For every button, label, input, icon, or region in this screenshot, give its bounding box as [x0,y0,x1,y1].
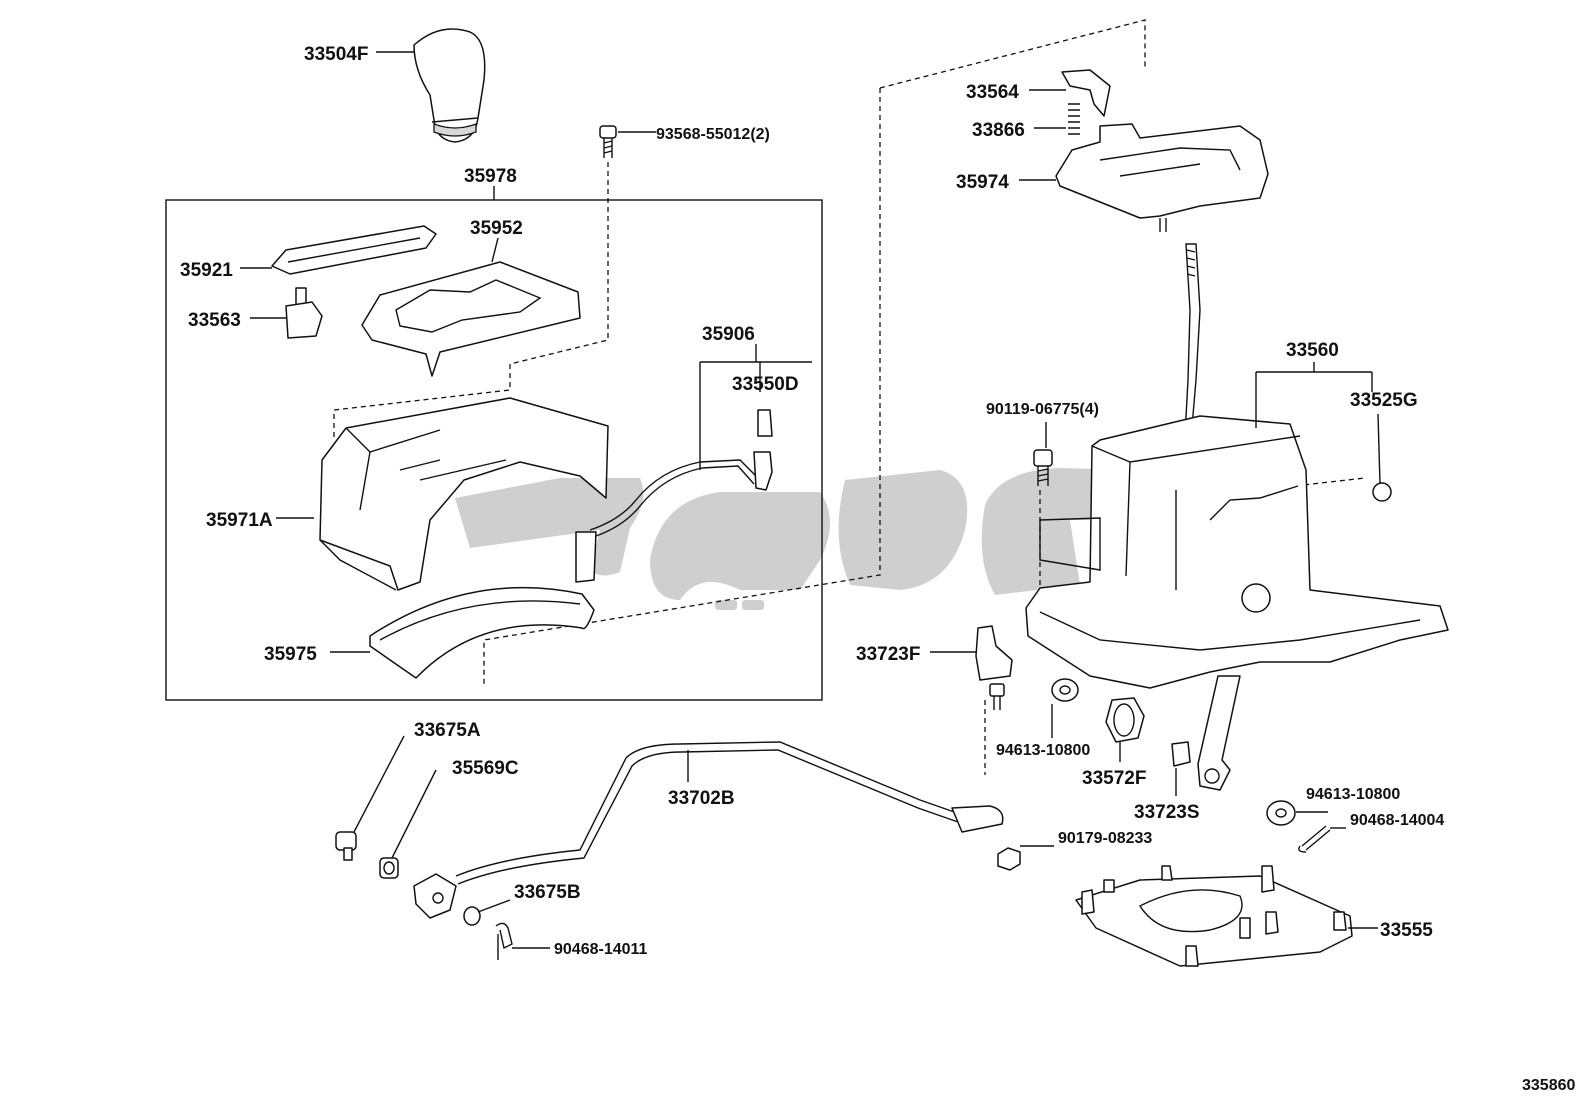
label-33572F[interactable]: 33572F [1082,768,1146,789]
label-33723F[interactable]: 33723F [856,644,920,665]
washer-94613-a-shape [1051,678,1079,702]
label-35971A[interactable]: 35971A [206,510,273,531]
dashed-leaders [333,19,1366,775]
label-33675B[interactable]: 33675B [514,882,581,903]
label-90119-06775[interactable]: 90119-06775(4) [986,401,1099,418]
label-94613-10800-b[interactable]: 94613-10800 [1306,786,1400,803]
label-90468-14011[interactable]: 90468-14011 [554,941,648,958]
bushing-33572F-shape [1105,697,1145,743]
label-33702B[interactable]: 33702B [668,788,735,809]
label-33504F[interactable]: 33504F [304,44,368,65]
label-35906[interactable]: 35906 [702,324,755,345]
part-labels: 33504F 93568-55012(2) 35978 35952 35921 … [180,44,1575,1094]
bracket-33723F-shape [975,625,1013,710]
label-94613-10800-a[interactable]: 94613-10800 [996,742,1090,759]
leader-lines [240,51,1381,949]
label-33723S[interactable]: 33723S [1134,802,1200,823]
bushing-35569C-shape [379,857,399,879]
main-assembly-shape [1025,415,1449,791]
label-35975[interactable]: 35975 [264,644,317,665]
base-plate-33555-shape [1075,865,1353,967]
label-90468-14004[interactable]: 90468-14004 [1350,812,1444,829]
label-33564[interactable]: 33564 [966,82,1019,103]
bolt-93568-shape [599,125,617,158]
watermark-logo [455,468,1126,610]
label-33675A[interactable]: 33675A [414,720,481,741]
bolt-90119-shape [1033,449,1053,486]
label-35921[interactable]: 35921 [180,260,233,281]
switch-33563-shape [285,287,323,339]
clip-90468-14011-shape [495,922,513,960]
nut-90179-shape [997,847,1021,871]
label-35952[interactable]: 35952 [470,218,523,239]
cable-35906-shape [575,409,773,583]
pin-33675A-shape [335,831,357,861]
label-35974[interactable]: 35974 [956,172,1009,193]
rod-33702B-shape [413,741,1004,919]
upper-housing-shapes [1055,69,1269,232]
label-35569C[interactable]: 35569C [452,758,519,779]
bushing-33675B-shape [463,906,481,926]
clip-33525G-shape [1372,482,1392,502]
dust-cover-shape [369,586,595,679]
shift-knob-shape [413,28,486,143]
label-33525G[interactable]: 33525G [1350,390,1418,411]
label-33563[interactable]: 33563 [188,310,241,331]
label-33866[interactable]: 33866 [972,120,1025,141]
label-90179-08233[interactable]: 90179-08233 [1058,830,1152,847]
collar-33723S-shape [1171,741,1191,767]
label-93568-55012[interactable]: 93568-55012(2) [656,126,770,143]
label-33555[interactable]: 33555 [1380,920,1433,941]
label-33550D[interactable]: 33550D [732,374,799,395]
console-housing-shape [319,397,609,591]
pin-90468-14004-shape [1298,825,1331,853]
label-35978[interactable]: 35978 [464,166,517,187]
diagram-id: 335860 [1522,1077,1575,1094]
washer-94613-b-shape [1266,800,1296,826]
label-33560[interactable]: 33560 [1286,340,1339,361]
